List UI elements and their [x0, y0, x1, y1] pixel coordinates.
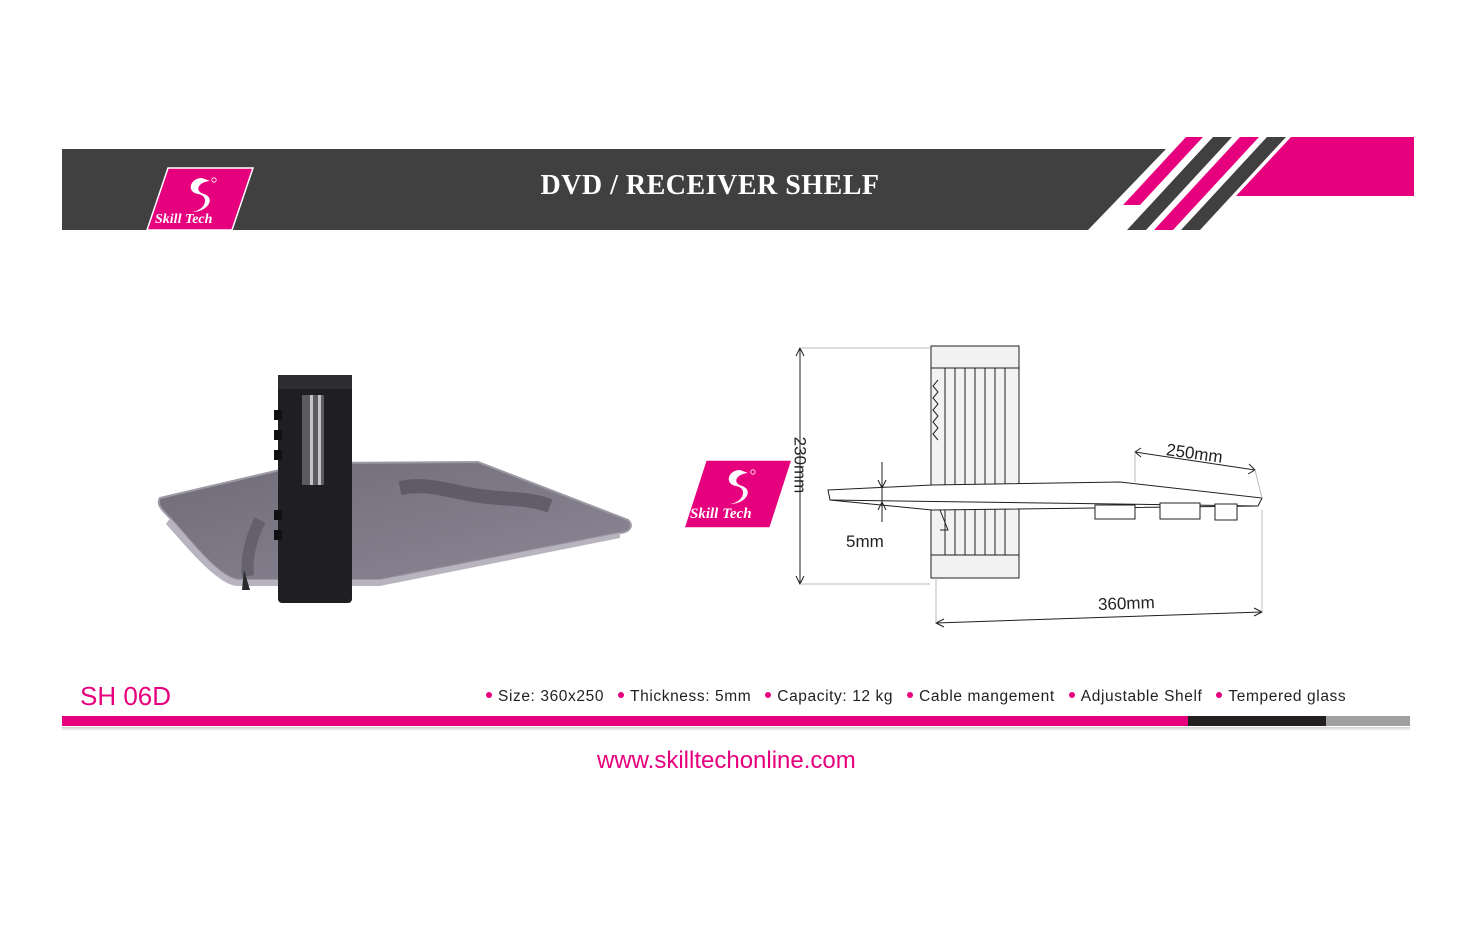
side-logo-badge: [682, 459, 794, 529]
bullet-icon: [765, 692, 772, 698]
logo-swoosh-icon: [728, 470, 748, 504]
technical-drawing: [795, 345, 1264, 628]
bullet-icon: [907, 692, 914, 698]
model-code: SH 06D: [80, 681, 172, 711]
header-stripe-pink-2: [1154, 137, 1259, 230]
feature-item: Thickness: 5mm: [618, 686, 751, 708]
width-dimension-line: [935, 611, 1263, 624]
divider-black-segment: [1188, 716, 1326, 726]
feature-item: Adjustable Shelf: [1068, 686, 1203, 708]
header-logo-badge: [145, 167, 255, 231]
height-dimension-label: 230mm: [790, 436, 810, 494]
website-link[interactable]: www.skilltechonline.com: [597, 747, 856, 774]
feature-item: Capacity: 12 kg: [765, 686, 893, 708]
glass-shelf: [157, 460, 632, 581]
drawing-shelf: [827, 481, 1263, 511]
header-dark-band: [62, 149, 1166, 230]
feature-item: Cable mangement: [907, 686, 1055, 708]
divider-shadow: [62, 727, 1410, 731]
mount-column: [278, 375, 352, 603]
width-dimension-label: 360mm: [1097, 593, 1155, 614]
feature-list: Size: 360x250 Thickness: 5mm Capacity: 1…: [486, 686, 1346, 708]
divider-grey-segment: [1326, 716, 1410, 726]
logo-swoosh-icon: [190, 178, 210, 212]
bullet-icon: [486, 692, 492, 698]
depth-dimension-line: [1134, 451, 1256, 471]
product-photo: [157, 375, 632, 603]
divider-pink-segment: [62, 716, 1188, 726]
header-pink-block: [1236, 137, 1414, 196]
thickness-dimension-label: 5mm: [846, 532, 884, 551]
page-title: DVD / RECEIVER SHELF: [540, 170, 880, 201]
bullet-icon: [1068, 692, 1075, 698]
header-logo-text: Skill Tech: [155, 212, 213, 227]
logo-registered-icon: [211, 177, 217, 183]
header-stripe-dark-1: [1127, 137, 1232, 230]
logo-registered-icon: [750, 469, 756, 475]
side-logo-text: Skill Tech: [690, 506, 752, 522]
header-stripe-dark-2: [1181, 137, 1286, 230]
header-stripe-pink-1: [1123, 137, 1203, 205]
bullet-icon: [1216, 692, 1223, 698]
feature-item: Tempered glass: [1216, 686, 1346, 708]
bullet-icon: [618, 692, 625, 698]
feature-item: Size: 360x250: [486, 686, 604, 708]
